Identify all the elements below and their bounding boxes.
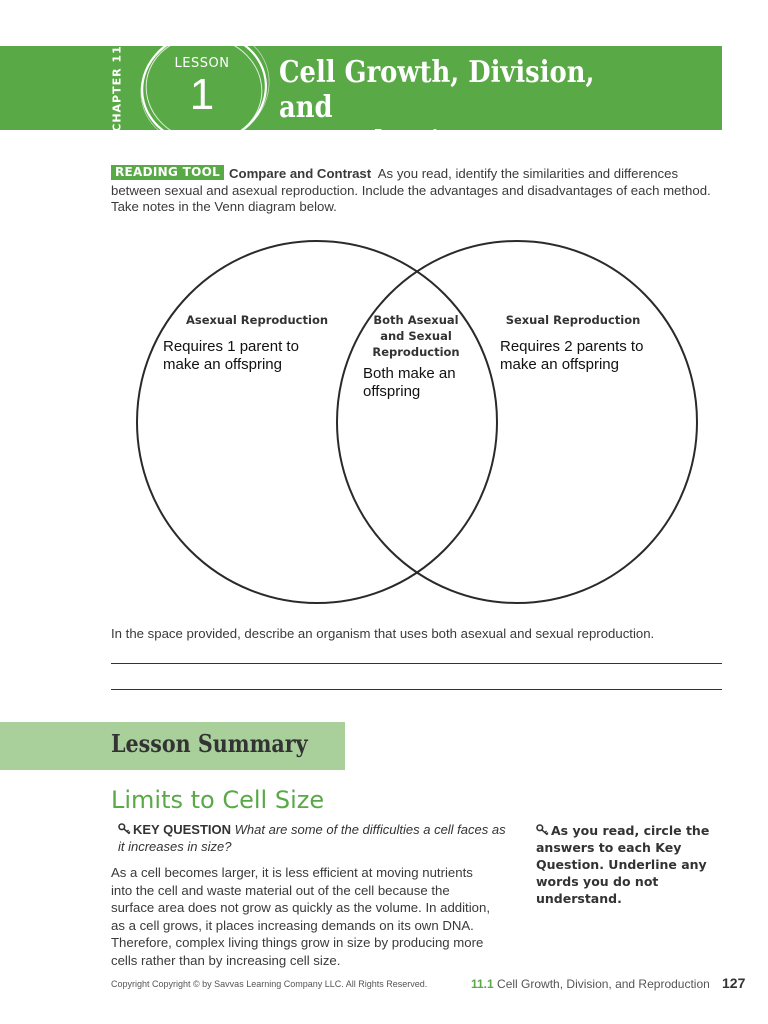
- key-question-text: What are some of the difficulties a cell…: [118, 822, 506, 854]
- header-banner: [0, 46, 722, 130]
- chapter-label: CHAPTER 11: [110, 44, 124, 132]
- footer-section-ref: 11.1 Cell Growth, Division, and Reproduc…: [471, 977, 710, 991]
- venn-middle-heading: Both Asexual and Sexual Reproduction: [372, 313, 460, 359]
- venn-left-heading: Asexual Reproduction: [185, 313, 329, 327]
- page-number: 127: [722, 975, 746, 991]
- venn-middle-note[interactable]: Both make an offspring: [363, 365, 456, 400]
- page-title-line-1: Cell Growth, Division, and: [279, 55, 595, 125]
- side-note: As you read, circle the answers to each …: [536, 822, 736, 907]
- venn-left-note[interactable]: Requires 1 parent to make an offspring: [163, 338, 299, 373]
- lesson-word: LESSON: [174, 56, 230, 71]
- lesson-number: 1: [189, 70, 215, 119]
- reading-tool-text: As you read, identify the similarities a…: [111, 166, 711, 214]
- venn-diagram: [136, 240, 698, 604]
- reading-tool-instructions: Compare and Contrast As you read, identi…: [111, 166, 711, 216]
- page-title: Cell Growth, Division, and Reproduction: [279, 55, 649, 160]
- page-title-line-2: Reproduction: [279, 125, 476, 160]
- lesson-summary-bar: [0, 722, 345, 770]
- key-icon: [118, 823, 131, 835]
- key-icon: [536, 824, 549, 836]
- side-note-text: As you read, circle the answers to each …: [536, 823, 710, 906]
- reading-tool-badge: READING TOOL: [111, 165, 225, 180]
- answer-line-1[interactable]: [111, 663, 722, 664]
- answer-line-2[interactable]: [111, 689, 722, 690]
- venn-right-note[interactable]: Requires 2 parents to make an offspring: [500, 338, 644, 373]
- copyright: Copyright Copyright © by Savvas Learning…: [111, 979, 428, 989]
- footer-section-number: 11.1: [471, 977, 494, 991]
- key-question: KEY QUESTION What are some of the diffic…: [118, 822, 510, 855]
- key-question-label: KEY QUESTION: [133, 822, 232, 837]
- lesson-badge-ring: [140, 28, 270, 146]
- summary-body: As a cell becomes larger, it is less eff…: [111, 865, 490, 968]
- section-heading: Limits to Cell Size: [111, 786, 325, 814]
- venn-right-heading: Sexual Reproduction: [505, 313, 641, 327]
- describe-prompt: In the space provided, describe an organ…: [111, 626, 655, 641]
- venn-left-circle: [136, 240, 498, 604]
- footer-section-title: Cell Growth, Division, and Reproduction: [497, 977, 710, 991]
- venn-right-circle: [336, 240, 698, 604]
- lesson-summary-title: Lesson Summary: [111, 729, 308, 758]
- reading-tool-skill: Compare and Contrast: [229, 166, 372, 181]
